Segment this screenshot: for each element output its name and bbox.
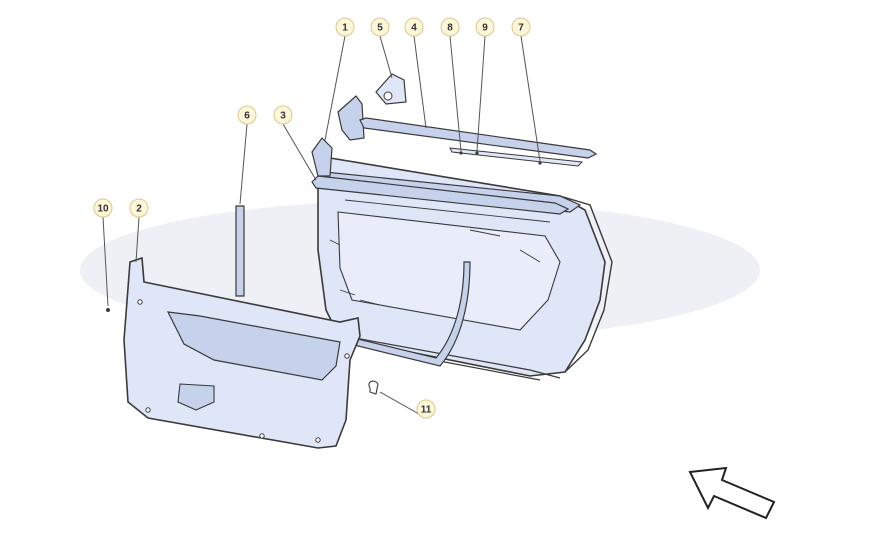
callout-label: 2 [136,204,142,215]
callout-circle [93,198,113,218]
callout-11: 11 [416,399,436,419]
callout-9: 9 [475,17,495,37]
door-trim-pocket [177,383,215,411]
belt-moulding-lower [449,147,584,167]
vertical-seal [235,205,245,297]
clip-9 [475,151,479,155]
callout-7: 7 [511,17,531,37]
callout-10: 10 [93,198,113,218]
callout-8: 8 [440,17,460,37]
callout-markers: 1 5 4 8 9 7 6 3 10 2 11 [93,17,531,419]
callout-label: 3 [280,111,286,122]
callout-4: 4 [404,17,424,37]
callout-1: 1 [335,17,355,37]
door-trim-armrest [166,311,341,381]
trim-fixing-hole [344,353,350,359]
trim-fixing-hole [137,299,143,305]
callout-6: 6 [237,105,257,125]
callout-circle [273,105,293,125]
leader-line-8 [449,35,462,152]
callout-3: 3 [273,105,293,125]
arrow-icon [688,466,776,520]
screw [106,308,110,312]
callout-label: 9 [482,23,488,34]
callout-circle [237,105,257,125]
clip-8 [459,151,463,155]
callout-label: 4 [411,23,417,34]
callout-circle [404,17,424,37]
callout-circle [475,17,495,37]
corner-trim-hole [383,91,393,101]
callout-label: 5 [377,23,383,34]
callout-label: 11 [421,405,432,416]
leader-line-7 [520,35,541,162]
door-trim-panel [123,256,361,449]
callout-circle [129,198,149,218]
callout-label: 10 [97,204,109,215]
small-clip [368,380,379,395]
callout-label: 1 [342,23,348,34]
mirror-bracket [311,137,333,177]
leader-lines [102,35,541,419]
leader-line-6 [239,123,248,205]
leader-line-3 [282,123,317,181]
trim-fixing-hole [315,437,321,443]
callout-2: 2 [129,198,149,218]
corner-trim-cap [375,73,407,105]
trim-fixing-hole [259,433,265,439]
leader-line-10 [102,216,109,307]
callout-circle [370,17,390,37]
callout-circle [511,17,531,37]
door-shell-front-edge [559,195,613,373]
door-shell-inner-cutout [337,211,561,331]
callout-label: 6 [244,111,250,122]
callout-circle [440,17,460,37]
callout-label: 8 [447,23,453,34]
callout-circle [335,17,355,37]
leader-line-9 [476,35,486,152]
door-shell-detail-lines [329,199,551,306]
leader-line-1 [324,35,346,141]
callout-5: 5 [370,17,390,37]
quarter-bracket [337,95,365,141]
leader-line-2 [135,216,140,263]
callout-circle [416,399,436,419]
leader-line-5 [379,35,393,79]
leader-line-4 [413,35,427,129]
trim-fixing-hole [145,407,151,413]
callout-label: 7 [518,23,524,34]
clip-7 [538,161,542,165]
